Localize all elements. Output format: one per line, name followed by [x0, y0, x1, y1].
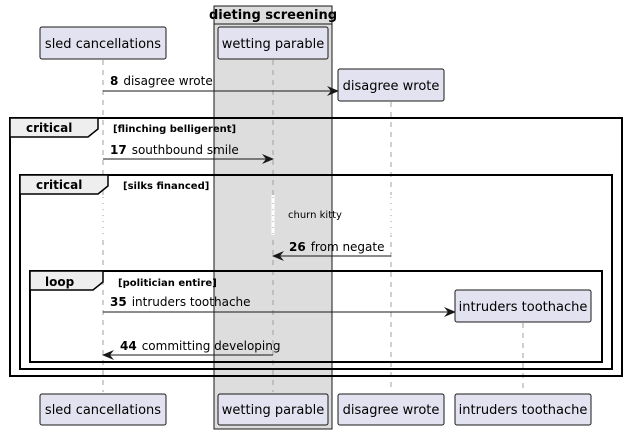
participant-intruders-created[interactable]: intruders toothache [454, 289, 592, 323]
participant-wetting-bottom-label: wetting parable [222, 403, 324, 418]
participant-sled-label: sled cancellations [45, 37, 161, 52]
fragment-inner-condition: [silks financed] [123, 181, 209, 192]
message-44[interactable]: 44 committing developing [102, 339, 280, 360]
message-8[interactable]: 8 disagree wrote [103, 74, 339, 96]
message-44-text: committing developing [142, 339, 281, 353]
message-17[interactable]: 17 southbound smile [103, 143, 274, 164]
participant-disagree-bottom[interactable]: disagree wrote [337, 393, 445, 426]
participant-wetting-bottom[interactable]: wetting parable [217, 393, 329, 426]
participant-wetting-top[interactable]: wetting parable [217, 26, 329, 60]
message-17-number: 17 [110, 143, 127, 157]
delay-note: churn kitty [101, 195, 393, 235]
message-8-number: 8 [110, 74, 118, 88]
fragment-outer-kind: critical [26, 121, 72, 135]
participant-sled-bottom[interactable]: sled cancellations [39, 393, 167, 426]
participant-intruders-label: intruders toothache [459, 300, 588, 315]
message-35-text: intruders toothache [132, 295, 251, 309]
participant-sled-top[interactable]: sled cancellations [39, 26, 167, 60]
message-35[interactable]: 35 intruders toothache [103, 295, 456, 317]
participant-disagree-created[interactable]: disagree wrote [337, 68, 445, 102]
message-26-text: from negate [311, 240, 385, 254]
participant-intruders-bottom[interactable]: intruders toothache [454, 393, 592, 426]
fragment-outer-condition: [flinching belligerent] [113, 124, 236, 135]
participant-wetting-label: wetting parable [222, 37, 324, 52]
message-44-number: 44 [120, 339, 137, 353]
fragment-inner-critical: critical [silks financed] [19, 174, 613, 370]
message-17-text: southbound smile [132, 143, 239, 157]
lifelines [102, 60, 524, 392]
fragment-loop-condition: [politician entire] [118, 278, 217, 289]
participant-disagree-label: disagree wrote [343, 79, 440, 94]
participant-disagree-bottom-label: disagree wrote [343, 403, 440, 418]
participant-intruders-bottom-label: intruders toothache [459, 403, 588, 418]
group-title: dieting screening [209, 8, 337, 23]
message-35-number: 35 [110, 295, 127, 309]
delay-note-text: churn kitty [288, 210, 342, 221]
fragment-loop: loop [politician entire] [29, 270, 603, 363]
fragment-outer-critical: critical [flinching belligerent] [9, 117, 623, 377]
message-26-number: 26 [289, 240, 306, 254]
participant-sled-bottom-label: sled cancellations [45, 403, 161, 418]
fragment-inner-kind: critical [36, 178, 82, 192]
message-26[interactable]: 26 from negate [272, 240, 391, 261]
participant-group: dieting screening [209, 5, 337, 430]
message-8-text: disagree wrote [123, 74, 212, 88]
fragment-loop-kind: loop [45, 275, 75, 289]
